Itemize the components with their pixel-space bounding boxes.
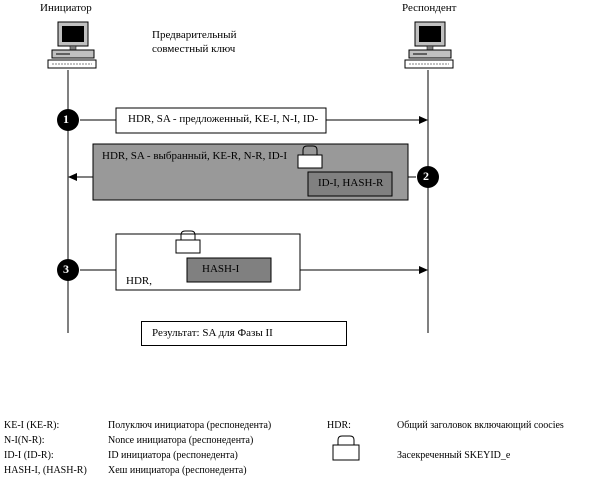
step-2-marker bbox=[417, 166, 439, 188]
legend-hdr-term: HDR: bbox=[327, 420, 351, 431]
initiator-label: Инициатор bbox=[40, 2, 92, 14]
step-2-number: 2 bbox=[423, 169, 429, 183]
legend-term: KE-I (KE-R): bbox=[4, 420, 60, 431]
step-1-message: HDR, SA - предложенный, KE-I, N-I, ID- bbox=[128, 113, 319, 125]
arrow-step-2 bbox=[68, 173, 416, 181]
responder-label: Респондент bbox=[402, 2, 457, 14]
result-text: Результат: SA для Фазы II bbox=[152, 327, 273, 339]
step-3-encrypted-text: HASH-I bbox=[202, 263, 240, 275]
legend-term: ID-I (ID-R): bbox=[4, 450, 54, 461]
step-3-number: 3 bbox=[63, 262, 69, 276]
legend-lock-icon bbox=[332, 435, 360, 461]
responder-computer-icon bbox=[404, 21, 454, 69]
step-3-encrypted-box bbox=[186, 257, 272, 283]
step-1-marker bbox=[57, 109, 79, 131]
lock-icon bbox=[297, 145, 323, 169]
step-3-message: HDR, bbox=[126, 275, 152, 287]
step-2-message: HDR, SA - выбранный, KE-R, N-R, ID-I bbox=[102, 150, 287, 162]
legend-definition: ID инициатора (респонедента) bbox=[108, 450, 238, 461]
legend-lock-def: Засекреченный SKEYID_e bbox=[397, 450, 511, 461]
arrow-step-3 bbox=[80, 266, 428, 274]
step-2-encrypted-text: ID-I, HASH-R bbox=[318, 177, 384, 189]
initiator-computer-icon bbox=[47, 21, 97, 69]
legend-term: HASH-I, (HASH-R) bbox=[4, 465, 87, 476]
result-box: Результат: SA для Фазы II bbox=[141, 321, 347, 346]
legend-term: N-I(N-R): bbox=[4, 435, 45, 446]
step-2-encrypted-box bbox=[307, 171, 393, 197]
legend-definition: Хеш инициатора (респонедента) bbox=[108, 465, 247, 476]
legend-definition: Nonce инициатора (респонедента) bbox=[108, 435, 254, 446]
legend-definitions: Полуключ инициатора (респонедента) Nonce… bbox=[108, 418, 271, 478]
legend-hdr-def: Общий заголовок включающий coocies bbox=[397, 420, 564, 431]
step-3-marker bbox=[57, 259, 79, 281]
shared-key-line2: совместный ключ bbox=[152, 43, 236, 55]
shared-key-line1: Предварительный bbox=[152, 29, 237, 41]
arrow-step-1 bbox=[80, 116, 428, 124]
shared-key-box: Предварительный совместный ключ bbox=[141, 26, 273, 62]
legend-definition: Полуключ инициатора (респонедента) bbox=[108, 420, 272, 431]
legend-terms: KE-I (KE-R): N-I(N-R): ID-I (ID-R): HASH… bbox=[4, 418, 87, 478]
lock-icon bbox=[175, 230, 201, 254]
step-1-number: 1 bbox=[63, 112, 69, 126]
